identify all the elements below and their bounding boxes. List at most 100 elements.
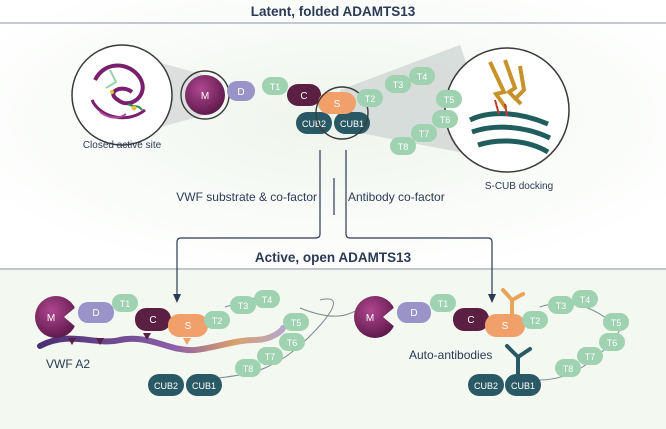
closed-active-site-label: Closed active site [83,140,162,151]
domain-t7-top [411,124,437,142]
domain-t5-br-label: T5 [611,318,622,328]
domain-t8-br [555,359,581,377]
domain-d-top [227,81,255,101]
domain-t5-bl-label: T5 [291,318,302,328]
domain-t3-bl-label: T3 [238,301,249,311]
domain-c-bl [135,308,171,331]
domain-c-bl-label: C [149,315,156,326]
domain-s-top [318,92,356,114]
domain-cub2-top [296,112,332,134]
domain-t1-top [262,77,288,95]
domain-t5-top [436,90,462,108]
domain-t1-br [430,294,456,312]
domain-s-br-label: S [502,321,509,332]
domain-cub2-bl [148,374,184,396]
domain-t6-bl [279,333,305,351]
domain-d-bl [78,302,114,323]
domain-t7-bl-label: T7 [265,352,276,362]
heading-latent: Latent, folded ADAMTS13 [251,4,416,19]
domain-t7-br [577,347,603,365]
domain-t2-top [357,89,383,107]
domain-t7-bl [257,347,283,365]
domain-m-bl-label: M [47,313,55,324]
domain-cub2-br [468,374,504,396]
arrow-left-path [176,150,321,296]
cleavage-marker-1 [68,338,76,345]
closed-active-site-circle [71,44,173,146]
domain-m-br-label: M [366,313,374,324]
cleavage-marker-4 [183,338,191,345]
domain-c-top-label: C [300,91,307,102]
domain-d-bl-label: D [92,308,99,319]
domain-t5-br [603,313,629,331]
cleavage-marker-3 [143,333,151,340]
domain-t1-top-label: T1 [270,82,281,92]
domain-t1-bl-label: T1 [120,299,131,309]
s-cub-docking-structure-icon [468,59,552,155]
domain-t6-top [432,110,458,128]
domain-cub1-bl [186,374,222,396]
vwf-substrate-label: VWF substrate & co-factor [176,190,317,204]
domain-t4-bl-label: T4 [262,295,273,305]
domain-t6-bl-label: T6 [287,338,298,348]
domain-cub2-bl-label: CUB2 [154,381,178,391]
domain-t8-bl [235,359,261,377]
orange-antibody-icon [501,288,525,316]
domain-c-br-label: C [467,315,474,326]
domain-cub2-top-label: CUB2 [302,119,326,129]
domain-cub1-br-label: CUB1 [511,381,535,391]
domain-t6-br [599,333,625,351]
domain-t4-bl [254,290,280,308]
domain-m-bl [35,296,77,338]
s-cub-docking-label: S-CUB docking [485,181,553,192]
heading-active: Active, open ADAMTS13 [255,250,412,265]
domain-cub1-top [334,112,370,134]
vwf-a2-strand [37,325,286,354]
domain-t1-br-label: T1 [438,299,449,309]
domain-d-br-label: D [410,308,417,319]
domain-s-top-label: S [334,99,341,110]
domain-s-br [485,314,525,337]
antibody-cofactor-label: Antibody co-factor [348,190,445,204]
domain-t8-br-label: T8 [563,364,574,374]
domain-t2-bl-label: T2 [212,316,223,326]
domain-cub1-top-label: CUB1 [340,119,364,129]
domain-t4-br [572,290,598,308]
arrow-left-head [173,294,181,303]
cleavage-marker-2 [96,338,104,345]
domain-cub1-bl-label: CUB1 [192,381,216,391]
domain-t6-top-label: T6 [440,115,451,125]
domain-d-top-label: D [237,87,244,98]
domain-t5-bl [283,313,309,331]
vwf-a2-label: VWF A2 [46,357,90,371]
domain-m-bl-notch [64,306,77,328]
teal-antibody-icon [505,344,532,376]
auto-antibodies-label: Auto-antibodies [409,348,492,362]
domain-t2-br [522,311,548,329]
domain-t3-br [548,296,574,314]
domain-t1-bl [112,294,138,312]
domain-t2-top-label: T2 [365,94,376,104]
domain-t4-top-label: T4 [417,72,428,82]
domain-t4-br-label: T4 [580,295,591,305]
domain-t7-br-label: T7 [585,352,596,362]
domain-t8-bl-label: T8 [243,364,254,374]
arrow-right-path [345,150,493,296]
domain-m-br-notch [383,306,396,328]
domain-m-br [354,296,396,338]
domain-t8-top [390,137,416,155]
domain-s-bl-label: S [185,321,192,332]
domain-d-br [397,302,431,323]
domain-t3-br-label: T3 [556,301,567,311]
domain-t2-bl [204,311,230,329]
closed-active-site-structure-icon [90,63,146,120]
domain-t8-top-label: T8 [398,142,409,152]
domain-s-bl [168,314,208,337]
domain-cub1-br [505,374,541,396]
domain-t2-br-label: T2 [530,316,541,326]
domain-t7-top-label: T7 [419,129,430,139]
domain-t5-top-label: T5 [444,95,455,105]
domain-t3-top [385,75,411,93]
domain-c-br [453,308,489,331]
domain-cub2-br-label: CUB2 [474,381,498,391]
